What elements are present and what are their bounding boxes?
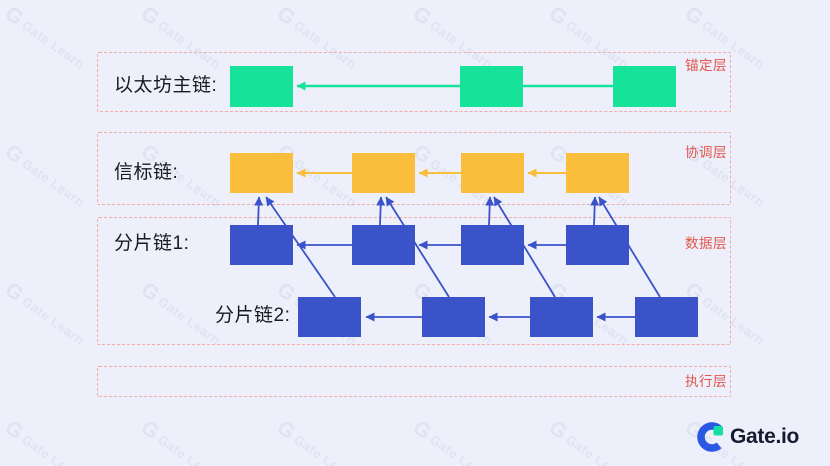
watermark-logo-glyph: G [272, 416, 300, 445]
chain-label-shard-chain-2: 分片链2: [215, 305, 291, 326]
watermark-text: Gate Learn [427, 431, 496, 466]
ethereum-main-chain-block-2 [460, 66, 523, 107]
layer-label-coordination: 协调层 [685, 145, 727, 160]
watermark-text: Gate Learn [155, 431, 224, 466]
watermark-text: Gate Learn [19, 17, 88, 72]
gate-logo-text: Gate.io [730, 425, 800, 448]
watermark-text: Gate Learn [19, 431, 88, 466]
layer-label-data: 数据层 [685, 236, 727, 251]
chain-label-shard-chain-1: 分片链1: [114, 233, 190, 254]
beacon-chain-block-3 [461, 153, 524, 193]
gate-logo-ring [697, 422, 722, 452]
shard-chain-1-block-1 [230, 225, 293, 265]
watermark-logo-glyph: G [136, 2, 164, 31]
ethereum-main-chain-block-3 [613, 66, 676, 107]
watermark-logo-glyph: G [0, 416, 28, 445]
chain-label-ethereum-main-chain: 以太坊主链: [114, 75, 218, 96]
shard-chain-2-block-2 [422, 297, 485, 337]
watermark-text: Gate Learn [19, 155, 88, 210]
watermark-logo-glyph: G [0, 140, 28, 169]
chain-label-beacon-chain: 信标链: [114, 162, 179, 183]
beacon-chain-block-1 [230, 153, 293, 193]
gate-io-logo: Gate.io [697, 422, 799, 452]
beacon-chain-block-4 [566, 153, 629, 193]
watermark-logo-glyph: G [136, 416, 164, 445]
gate-logo-icon [697, 422, 723, 452]
watermark-logo-glyph: G [680, 2, 708, 31]
watermark-text: Gate Learn [19, 293, 88, 348]
layer-label-execution: 执行层 [685, 374, 727, 389]
watermark-logo-glyph: G [0, 278, 28, 307]
watermark-text: Gate Learn [563, 431, 632, 466]
ethereum-main-chain-block-1 [230, 66, 293, 107]
shard-chain-2-block-1 [298, 297, 361, 337]
shard-chain-1-block-2 [352, 225, 415, 265]
gate-logo-square [713, 426, 723, 436]
watermark-logo-glyph: G [544, 416, 572, 445]
beacon-chain-block-2 [352, 153, 415, 193]
watermark-logo-glyph: G [272, 2, 300, 31]
watermark-logo-glyph: G [408, 416, 436, 445]
watermark-logo-glyph: G [544, 2, 572, 31]
watermark-logo-glyph: G [408, 2, 436, 31]
shard-chain-2-block-4 [635, 297, 698, 337]
shard-chain-2-block-3 [530, 297, 593, 337]
shard-chain-1-block-4 [566, 225, 629, 265]
layer-box-anchor [97, 52, 731, 112]
watermark-logo-glyph: G [0, 2, 28, 31]
shard-chain-1-block-3 [461, 225, 524, 265]
layer-label-anchor: 锚定层 [685, 58, 727, 73]
layer-box-execution [97, 366, 731, 397]
watermark-text: Gate Learn [291, 431, 360, 466]
